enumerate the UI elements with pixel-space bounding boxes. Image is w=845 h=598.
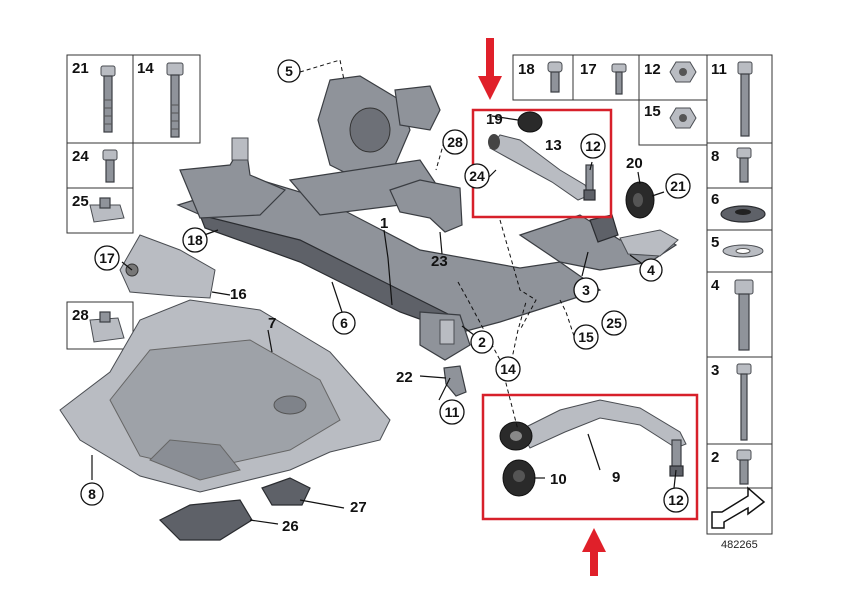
bolt-17-part (611, 63, 627, 95)
label-1: 1 (380, 215, 388, 232)
upper-control-arm-group (471, 108, 613, 219)
direction-arrow-icon (711, 486, 766, 529)
callout-8: 8 (88, 486, 96, 502)
control-arm-13-part (488, 134, 596, 201)
label-2: 2 (711, 449, 719, 466)
label-13: 13 (545, 137, 562, 154)
up-arrow-icon (582, 528, 606, 576)
left-sidebar: 21 14 24 25 28 (66, 54, 201, 350)
callout-12-lower: 12 (668, 492, 684, 508)
label-15: 15 (644, 103, 661, 120)
down-arrow-icon (478, 38, 502, 100)
washer-6-part (720, 205, 766, 223)
label-14: 14 (137, 60, 154, 77)
callout-28: 28 (447, 134, 463, 150)
shield-26 (158, 499, 253, 541)
shield-27 (261, 477, 311, 506)
clip-28-part (89, 311, 125, 343)
callout-3: 3 (582, 282, 590, 298)
label-20: 20 (626, 155, 643, 172)
bolt-2-part (736, 449, 752, 485)
label-8: 8 (711, 148, 719, 165)
callout-15: 15 (578, 329, 594, 345)
label-23: 23 (431, 253, 448, 270)
callout-24: 24 (469, 168, 485, 184)
callout-14: 14 (500, 361, 516, 377)
label-26: 26 (282, 518, 299, 535)
label-19: 19 (486, 111, 503, 128)
box-25 (66, 187, 134, 234)
bolt-4-part (734, 279, 754, 351)
bolt-24-part (102, 149, 118, 183)
label-3: 3 (711, 362, 719, 379)
plain-labels: 1 7 9 10 13 16 19 20 22 23 26 27 (230, 111, 643, 535)
callout-2: 2 (478, 334, 486, 350)
bolt-11-part (737, 61, 753, 137)
label-7: 7 (268, 315, 276, 332)
callout-17: 17 (99, 250, 115, 266)
label-5: 5 (711, 234, 719, 251)
top-sidebar: 18 17 12 15 (512, 54, 708, 146)
callout-4: 4 (647, 262, 655, 278)
label-27: 27 (350, 499, 367, 516)
label-21: 21 (72, 60, 89, 77)
label-24: 24 (72, 148, 89, 165)
bolt-21-part (100, 65, 116, 133)
callout-5: 5 (285, 63, 293, 79)
label-4: 4 (711, 277, 720, 294)
bolt-14-part (166, 62, 184, 138)
label-11: 11 (711, 61, 727, 78)
right-sidebar: 11 8 6 5 4 3 2 (706, 54, 773, 535)
label-9: 9 (612, 469, 620, 486)
bolt-3-part (736, 363, 752, 441)
heat-shield-23 (389, 179, 463, 233)
lower-control-arm-group (481, 393, 699, 521)
callout-25: 25 (606, 315, 622, 331)
bushing-19-part (517, 111, 543, 133)
label-10: 10 (550, 471, 567, 488)
label-6: 6 (711, 191, 719, 208)
box-28 (66, 301, 134, 350)
washer-5-part (722, 244, 764, 258)
callout-21: 21 (670, 178, 686, 194)
label-28: 28 (72, 307, 89, 324)
bracket-22 (443, 365, 467, 397)
callout-18: 18 (187, 232, 203, 248)
clip-25-part (89, 197, 125, 223)
control-arm-9-part (499, 399, 687, 477)
label-17: 17 (580, 61, 597, 78)
highlight-box-lower (481, 393, 699, 521)
nut-15-part (669, 107, 697, 129)
label-16: 16 (230, 286, 247, 303)
callout-11: 11 (445, 404, 460, 420)
front-axle-subframe (176, 75, 679, 361)
label-25: 25 (72, 193, 89, 210)
label-18: 18 (518, 61, 535, 78)
callout-12-upper: 12 (585, 138, 601, 154)
label-12: 12 (644, 61, 661, 78)
highlight-box-upper (471, 108, 613, 219)
underbody-panel-7 (59, 299, 391, 493)
callout-6: 6 (340, 315, 348, 331)
bolt-8-part (736, 147, 752, 183)
label-22: 22 (396, 369, 413, 386)
rubber-mount-21 (625, 181, 655, 219)
nut-12-part (669, 61, 697, 83)
callouts: 5 17 18 6 8 28 24 12 21 3 4 2 14 (80, 59, 691, 513)
diagram-ref-number: 482265 (721, 539, 758, 551)
bushing-10-part (502, 459, 536, 497)
nut-18-part (547, 61, 563, 93)
